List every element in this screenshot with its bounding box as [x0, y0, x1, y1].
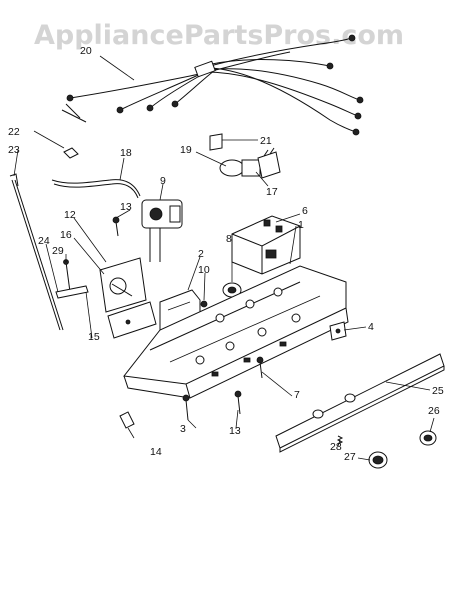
wire-clip [63, 147, 79, 159]
housing-clip [329, 321, 347, 341]
screw-7 [256, 356, 264, 379]
callout-28: 28 [330, 441, 342, 453]
spring-28 [336, 435, 344, 445]
callout-17: 17 [266, 186, 278, 198]
mount-tab [119, 411, 135, 429]
thermostat [141, 199, 183, 262]
callout-4: 4 [368, 321, 374, 333]
watermark-text: AppliancePartsPros.com [34, 20, 404, 51]
callout-3: 3 [180, 423, 186, 435]
callout-6: 6 [302, 205, 308, 217]
screw-10 [200, 300, 208, 308]
callout-27: 27 [344, 451, 356, 463]
control-housing [123, 265, 349, 399]
screw-3 [182, 394, 190, 421]
callout-14: 14 [150, 446, 162, 458]
callout-1: 1 [298, 219, 304, 231]
callout-labels: 20 22 23 18 9 21 19 17 6 1 8 2 10 13 12 … [8, 45, 444, 463]
screw-top [112, 216, 120, 237]
callout-13-bottom: 13 [229, 425, 241, 437]
callout-24: 24 [38, 235, 50, 247]
callout-10: 10 [198, 264, 210, 276]
small-linkage [55, 259, 89, 299]
switch-block [231, 215, 301, 275]
control-rod [9, 173, 64, 331]
callout-2: 2 [198, 248, 204, 260]
capillary-tube [51, 179, 141, 199]
screw-13-bottom [234, 390, 242, 415]
callout-8: 8 [226, 233, 232, 245]
callout-12: 12 [64, 209, 76, 221]
callout-15: 15 [88, 331, 100, 343]
callout-9: 9 [160, 175, 166, 187]
callout-20: 20 [80, 45, 92, 57]
knob-26 [419, 430, 437, 446]
damper-assembly [99, 257, 157, 339]
wire-harness [61, 34, 364, 136]
light-socket [219, 147, 281, 179]
socket-clip [209, 133, 223, 151]
callout-16: 16 [60, 229, 72, 241]
callout-19: 19 [180, 144, 192, 156]
callout-21: 21 [260, 135, 272, 147]
callout-18: 18 [120, 147, 132, 159]
callout-13-top: 13 [120, 201, 132, 213]
leader-lines [13, 55, 435, 461]
knob-27 [368, 451, 388, 469]
callout-25: 25 [432, 385, 444, 397]
callout-22: 22 [8, 126, 20, 138]
front-panel [275, 353, 445, 453]
callout-7: 7 [294, 389, 300, 401]
callout-29: 29 [52, 245, 64, 257]
callout-23: 23 [8, 144, 20, 156]
callout-26: 26 [428, 405, 440, 417]
